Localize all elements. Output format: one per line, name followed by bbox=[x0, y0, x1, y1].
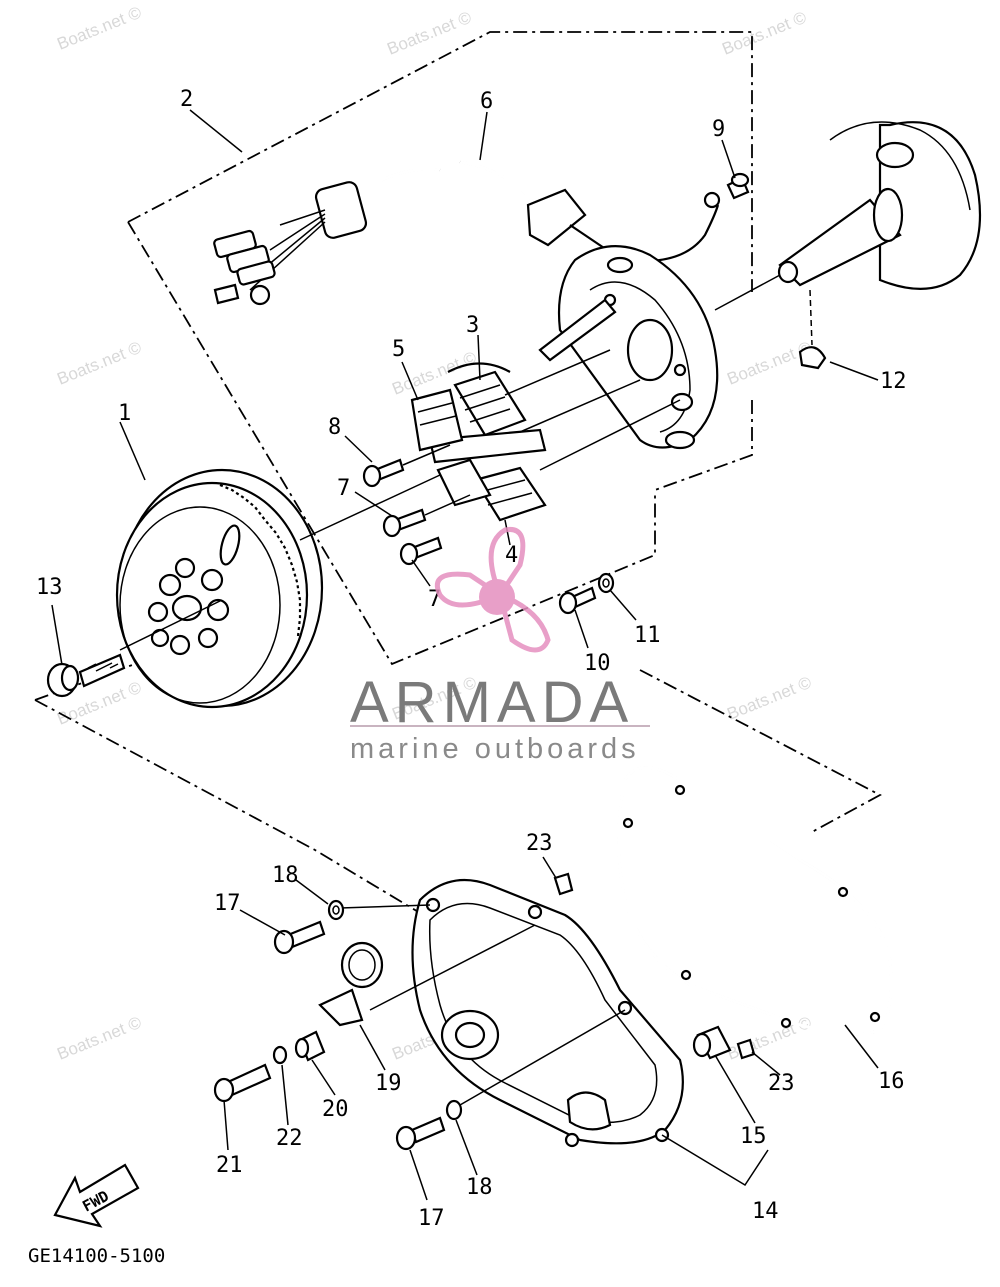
callout-7a: 7 bbox=[337, 476, 350, 501]
diagram-code: GE14100-5100 bbox=[28, 1245, 165, 1267]
callout-15: 15 bbox=[740, 1124, 767, 1149]
callout-5: 5 bbox=[392, 337, 405, 362]
cover-bolt bbox=[273, 904, 431, 955]
stator-screw bbox=[362, 444, 451, 488]
propeller-blade bbox=[488, 526, 526, 601]
callout-22: 22 bbox=[276, 1126, 303, 1151]
washer bbox=[597, 572, 615, 594]
watermark: Boats.net © bbox=[719, 8, 809, 59]
clamp-washer bbox=[272, 1045, 288, 1065]
armada-logo: ARMADA marine outboards bbox=[350, 526, 650, 765]
cover-washer bbox=[445, 1009, 626, 1121]
collar bbox=[294, 1030, 326, 1062]
flywheel-nut bbox=[46, 599, 223, 698]
callout-12: 12 bbox=[880, 369, 907, 394]
callout-21: 21 bbox=[216, 1153, 243, 1178]
callout-leaders bbox=[51, 109, 879, 1201]
callout-2: 2 bbox=[180, 87, 193, 112]
cover-bolt bbox=[395, 1116, 446, 1151]
clamp-bolt bbox=[213, 1063, 272, 1103]
callout-13: 13 bbox=[36, 575, 63, 600]
callout-23a: 23 bbox=[526, 831, 553, 856]
propeller-blade bbox=[496, 590, 551, 653]
callout-3: 3 bbox=[466, 313, 479, 338]
stator-assembly-outline bbox=[654, 400, 753, 491]
callout-14: 14 bbox=[752, 1199, 779, 1224]
callout-1: 1 bbox=[118, 401, 131, 426]
armada-brand-name: ARMADA bbox=[350, 670, 634, 735]
callout-8: 8 bbox=[328, 415, 341, 440]
crankshaft-taper bbox=[714, 121, 982, 311]
callout-11: 11 bbox=[634, 623, 661, 648]
stator-screw bbox=[399, 536, 443, 566]
dowel-pin bbox=[736, 1038, 756, 1060]
woodruff-key bbox=[798, 289, 827, 370]
ground-screw bbox=[726, 172, 750, 200]
dowel-pin bbox=[553, 872, 574, 896]
retainer-screw bbox=[558, 586, 597, 615]
cover-gasket bbox=[617, 766, 893, 1036]
callout-10: 10 bbox=[584, 651, 611, 676]
flywheel-cover-outline bbox=[34, 699, 566, 1001]
stator-base-plate bbox=[538, 245, 719, 450]
callout-17a: 17 bbox=[214, 891, 241, 916]
lighting-coil bbox=[410, 388, 464, 452]
watermark: Boats.net © bbox=[724, 1013, 814, 1064]
callout-4: 4 bbox=[505, 543, 518, 568]
charge-coil bbox=[447, 362, 527, 437]
callout-16: 16 bbox=[878, 1069, 905, 1094]
propeller-logo-icon bbox=[434, 526, 551, 653]
callout-20: 20 bbox=[322, 1097, 349, 1122]
cover-washer bbox=[327, 899, 345, 921]
armada-tagline: marine outboards bbox=[350, 733, 640, 765]
callout-18a: 18 bbox=[272, 863, 299, 888]
watermark: Boats.net © bbox=[54, 1013, 144, 1064]
propeller-blade bbox=[434, 571, 506, 608]
watermark: Boats.net © bbox=[54, 3, 144, 54]
watermark: Boats.net © bbox=[54, 338, 144, 389]
stator-leader-lines bbox=[299, 349, 681, 541]
cover-spacer bbox=[692, 1025, 732, 1060]
callout-6: 6 bbox=[480, 89, 493, 114]
callout-18b: 18 bbox=[466, 1175, 493, 1200]
forward-direction-arrow: FWD bbox=[53, 1163, 140, 1228]
callout-9: 9 bbox=[712, 117, 725, 142]
callout-23b: 23 bbox=[768, 1071, 795, 1096]
wire-harness-lead bbox=[213, 160, 721, 306]
flywheel-cover bbox=[411, 878, 684, 1148]
flywheel-cover-outline bbox=[639, 669, 882, 833]
watermark: Boats.net © bbox=[724, 673, 814, 724]
callout-17b: 17 bbox=[418, 1206, 445, 1231]
watermark: Boats.net © bbox=[384, 8, 474, 59]
flywheel-magneto bbox=[115, 468, 324, 709]
callout-19: 19 bbox=[375, 1071, 402, 1096]
hose-clamp bbox=[318, 924, 536, 1027]
propeller-hub bbox=[479, 579, 515, 615]
stator-screw bbox=[382, 494, 471, 538]
callout-labels: 1 2 3 4 5 6 7 7 8 9 10 11 12 13 14 15 16… bbox=[36, 87, 907, 1231]
